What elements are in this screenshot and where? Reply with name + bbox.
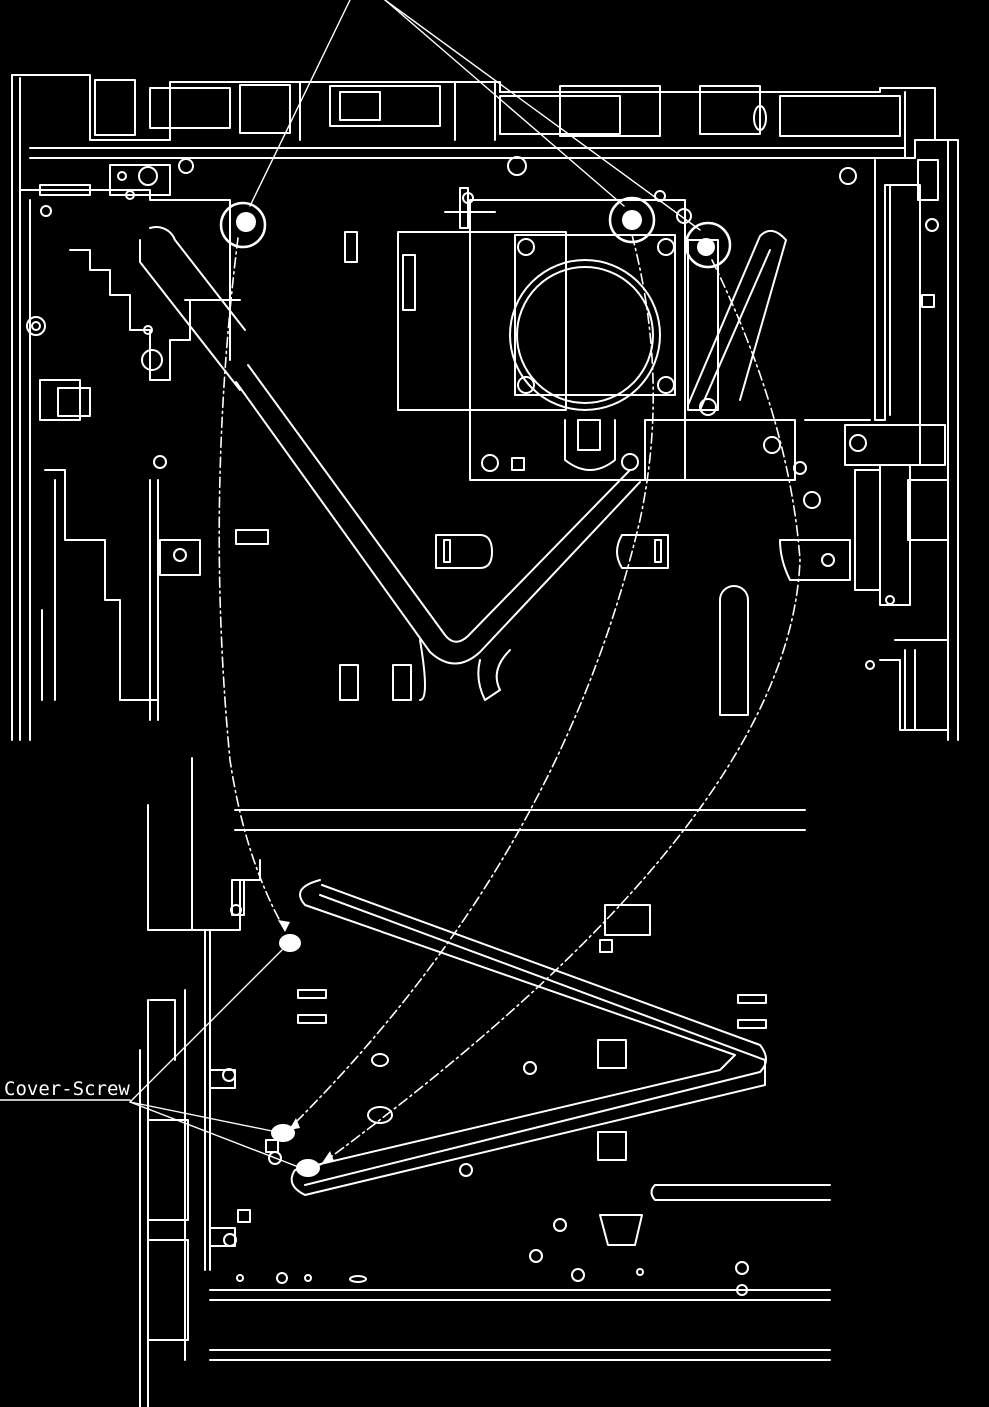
screw-heads-bottom [271, 934, 320, 1177]
top-assembly-frame [11, 74, 959, 741]
highlighted-screws-top [219, 196, 732, 269]
top-leader-lines [249, 0, 701, 231]
cover-screw-label: Cover-Screw [4, 1078, 130, 1100]
bottom-assembly-frame [139, 757, 831, 1407]
screw-path-lines [218, 234, 801, 1166]
path-arrowheads [278, 920, 334, 1163]
screw-heads-top [236, 210, 715, 256]
cover-screw-leader-lines [0, 949, 297, 1167]
